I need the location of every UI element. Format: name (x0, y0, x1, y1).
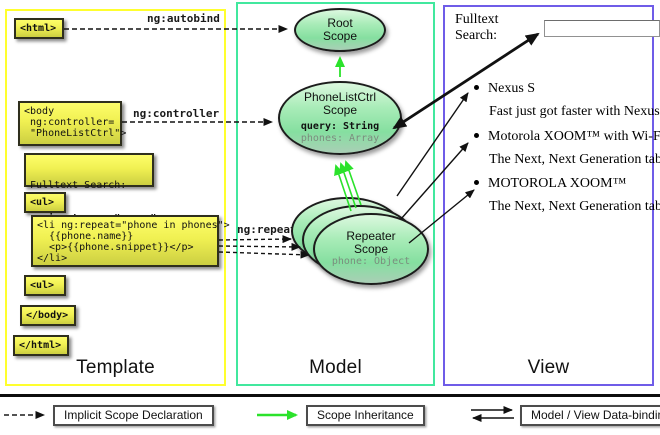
legend-double-arrow-icon (471, 406, 514, 422)
code-box-html-open: <html> (14, 18, 64, 39)
repeater-scope-title: Repeater Scope (346, 229, 396, 256)
view-item-snippet: The Next, Next Generation tablet. (489, 152, 660, 167)
code-fulltext-label: Fulltext Search: (30, 180, 127, 191)
ng-repeat-label: ng:repeat (237, 223, 297, 236)
root-scope-ellipse: Root Scope (294, 8, 386, 52)
view-search-row: Fulltext Search: (455, 12, 660, 44)
code-box-ul-open: <ul> (24, 192, 66, 213)
repeater-phone-prop: phone: Object (331, 256, 411, 267)
phonelistctrl-query-prop: query: String (300, 121, 380, 132)
template-column-frame (5, 9, 226, 386)
code-box-fulltext-search: Fulltext Search: <input name="query"> (24, 153, 162, 224)
phonelistctrl-scope-title: PhoneListCtrl Scope (303, 90, 377, 117)
code-box-li-repeat: <li ng:repeat="phone in phones"> {{phone… (31, 215, 230, 267)
legend-implicit-scope-label: Implicit Scope Declaration (53, 405, 214, 426)
code-box-body-open: <body ng:controller= "PhoneListCtrl"> (18, 101, 126, 146)
bullet-icon (474, 180, 479, 185)
legend-dashed-arrow-icon (4, 411, 45, 419)
model-column-frame (236, 2, 435, 386)
view-column-frame (443, 5, 654, 386)
view-item-snippet: The Next, Next Generation tablet. (489, 199, 660, 214)
code-box-body-close: </body> (20, 305, 76, 326)
bullet-icon (474, 85, 479, 90)
phonelistctrl-phones-prop: phones: Array (300, 133, 380, 144)
model-column-label: Model (309, 357, 362, 378)
view-item-title: Motorola XOOM™ with Wi-Fi (474, 129, 660, 145)
ng-autobind-label: ng:autobind (147, 12, 220, 25)
view-item-snippet: Fast just got faster with Nexus S. (489, 104, 660, 119)
template-column-label: Template (76, 357, 155, 378)
view-item-title: Nexus S (474, 81, 535, 97)
view-search-label: Fulltext Search: (455, 12, 499, 43)
code-box-ul-close: <ul> (24, 275, 66, 296)
legend-data-binding-label: Model / View Data-binding (520, 405, 660, 426)
view-column-label: View (527, 357, 570, 378)
view-item-title: MOTOROLA XOOM™ (474, 176, 626, 192)
legend-separator-line (0, 394, 660, 397)
bullet-icon (474, 133, 479, 138)
legend-green-arrow-icon (257, 410, 298, 420)
code-box-html-close: </html> (13, 335, 69, 356)
phonelistctrl-scope-ellipse: PhoneListCtrl Scope query: String phones… (278, 81, 402, 155)
fulltext-search-input[interactable] (544, 19, 660, 37)
ng-controller-label: ng:controller (133, 107, 220, 120)
legend-scope-inheritance-label: Scope Inheritance (306, 405, 425, 426)
root-scope-title: Root Scope (322, 16, 358, 43)
repeater-scope-ellipse: Repeater Scope phone: Object (313, 213, 429, 285)
